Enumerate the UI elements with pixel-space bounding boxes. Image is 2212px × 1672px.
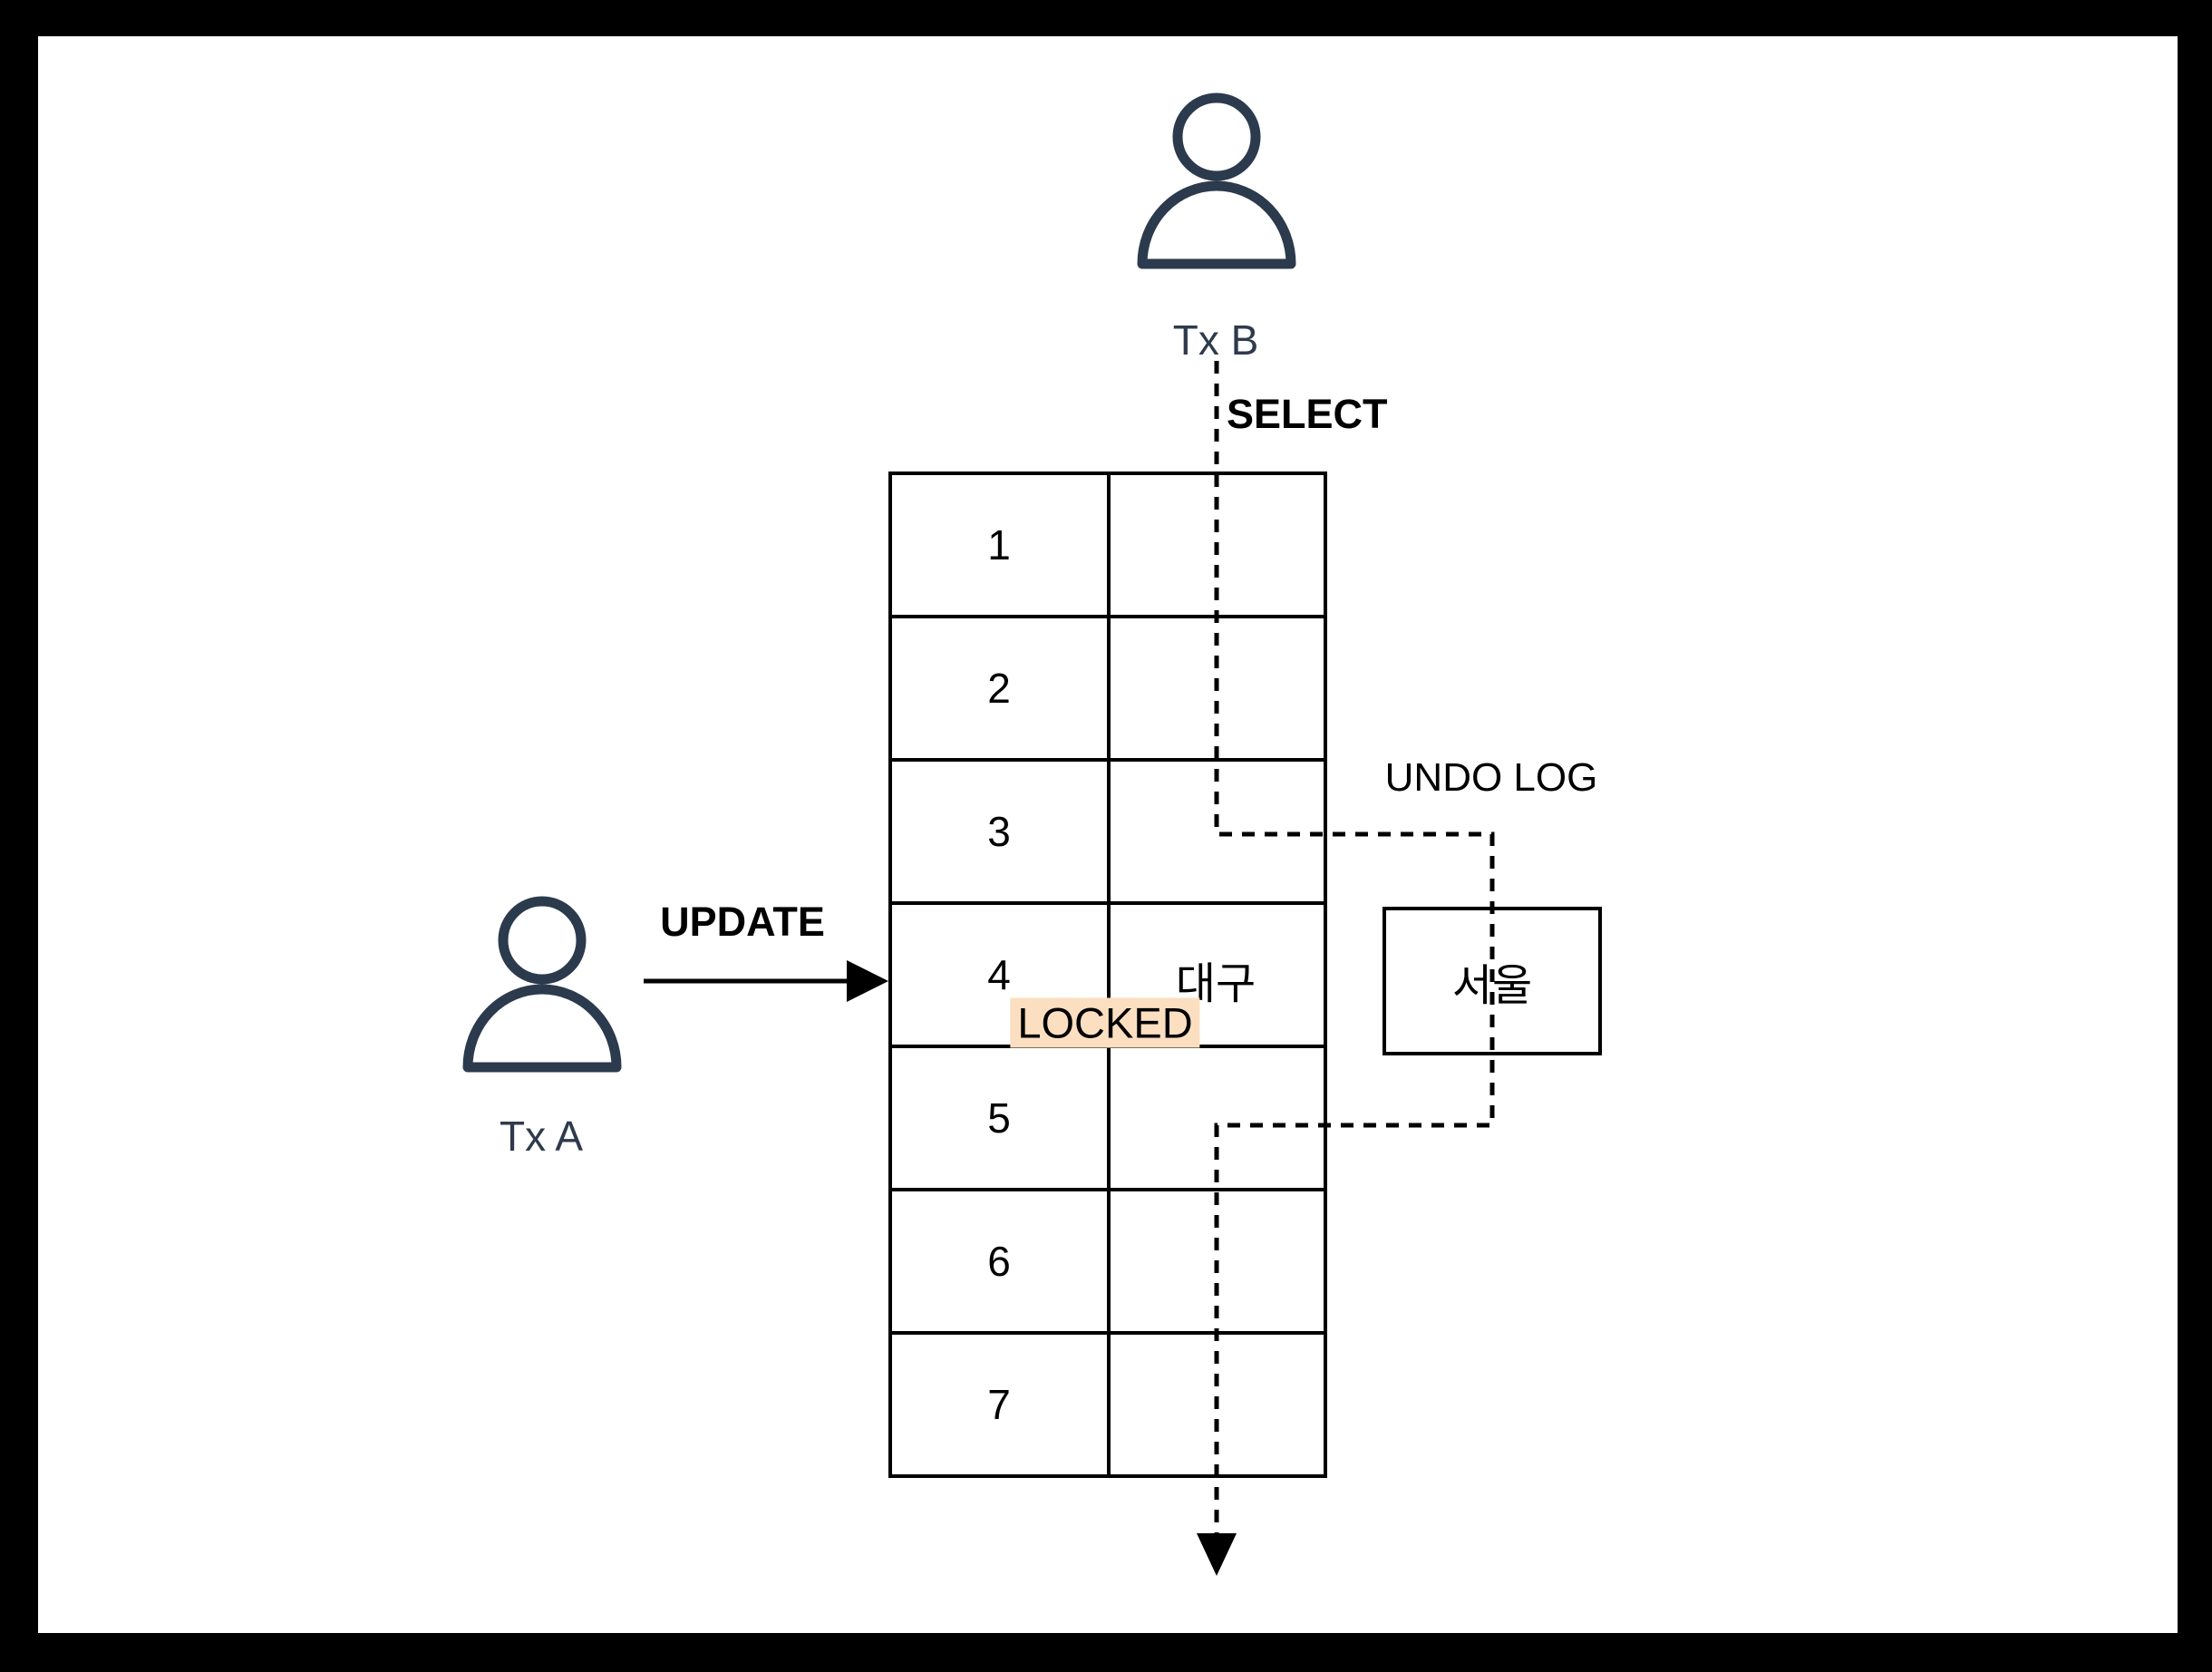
txa-label: Tx A — [499, 1113, 584, 1160]
update-arrowhead-icon — [847, 960, 888, 1002]
undo-log-value: 서울 — [1451, 962, 1533, 1010]
table-row-id-3: 3 — [987, 808, 1011, 855]
select-path-dashed-line — [1214, 361, 1495, 1540]
locked-status-badge: LOCKED — [1010, 997, 1200, 1048]
table-row-id-6: 6 — [987, 1238, 1011, 1285]
table-row-id-2: 2 — [987, 665, 1011, 712]
undo-log-title: UNDO LOG — [1384, 755, 1598, 800]
db-table-grid — [888, 471, 1327, 1478]
table-row-id-1: 1 — [987, 521, 1011, 569]
table-row-id-7: 7 — [987, 1381, 1011, 1428]
table-row-id-4: 4 — [987, 951, 1011, 998]
select-path-arrowhead-icon — [1197, 1533, 1237, 1576]
select-action-label: SELECT — [1227, 391, 1388, 437]
txb-label: Tx B — [1172, 316, 1259, 364]
txb-user-icon — [1142, 98, 1291, 264]
update-action-label: UPDATE — [660, 899, 825, 945]
table-row-id-5: 5 — [987, 1094, 1011, 1142]
txa-user-icon — [468, 901, 616, 1067]
